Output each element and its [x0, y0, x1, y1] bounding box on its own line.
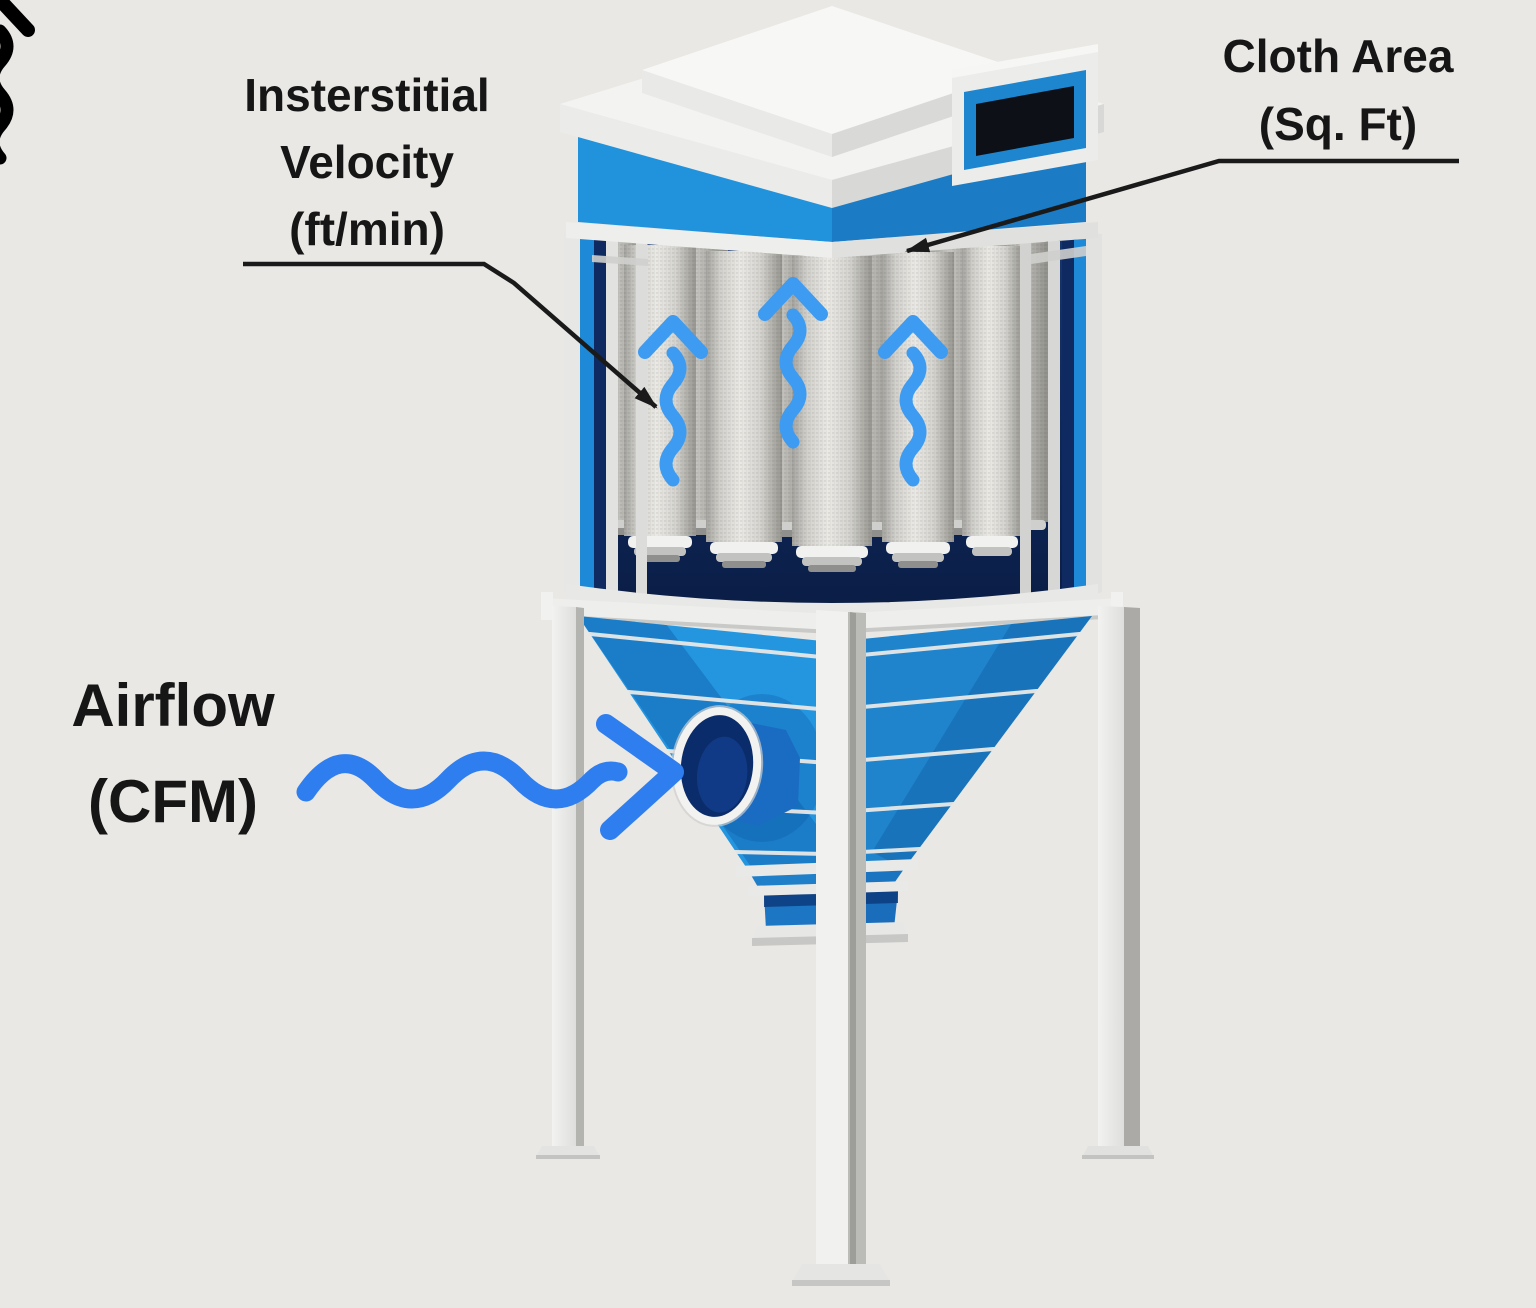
filter-cartridges-front-row	[624, 245, 1022, 572]
filter-cartridge	[962, 246, 1022, 556]
corner-post-left	[564, 232, 580, 598]
support-leg-center	[792, 610, 890, 1286]
cloth-area-line1: Cloth Area	[1222, 30, 1454, 82]
exhaust-outlet-duct	[952, 44, 1098, 186]
interstitial-velocity-label: Insterstitial Velocity (ft/min)	[160, 62, 574, 263]
interstitial-velocity-leader	[243, 261, 658, 409]
airflow-label: Airflow (CFM)	[6, 658, 340, 850]
cloth-area-label: Cloth Area (Sq. Ft)	[1142, 22, 1534, 158]
tube-sheet-deck	[566, 222, 832, 258]
annotation-leader-lines	[243, 158, 1459, 409]
cloth-area-line2: (Sq. Ft)	[1258, 98, 1418, 150]
airflow-inlet-arrow	[296, 714, 684, 840]
plenum-front-left-face	[578, 130, 832, 242]
support-leg-right	[1082, 606, 1154, 1159]
hopper	[578, 616, 1092, 946]
support-legs	[536, 606, 1154, 1286]
cloth-area-leader	[905, 158, 1459, 254]
interstitial-velocity-line3: (ft/min)	[289, 203, 445, 255]
support-leg-left	[536, 606, 600, 1159]
airflow-line2: (CFM)	[88, 768, 258, 835]
airflow-line1: Airflow	[71, 672, 275, 739]
filter-cartridge	[882, 252, 954, 568]
corner-post-right	[1086, 232, 1102, 598]
duct-opening	[976, 86, 1074, 156]
interstitial-velocity-line1: Insterstitial	[244, 69, 490, 121]
inlet-port	[670, 705, 800, 827]
interstitial-velocity-line2: Velocity	[280, 136, 454, 188]
